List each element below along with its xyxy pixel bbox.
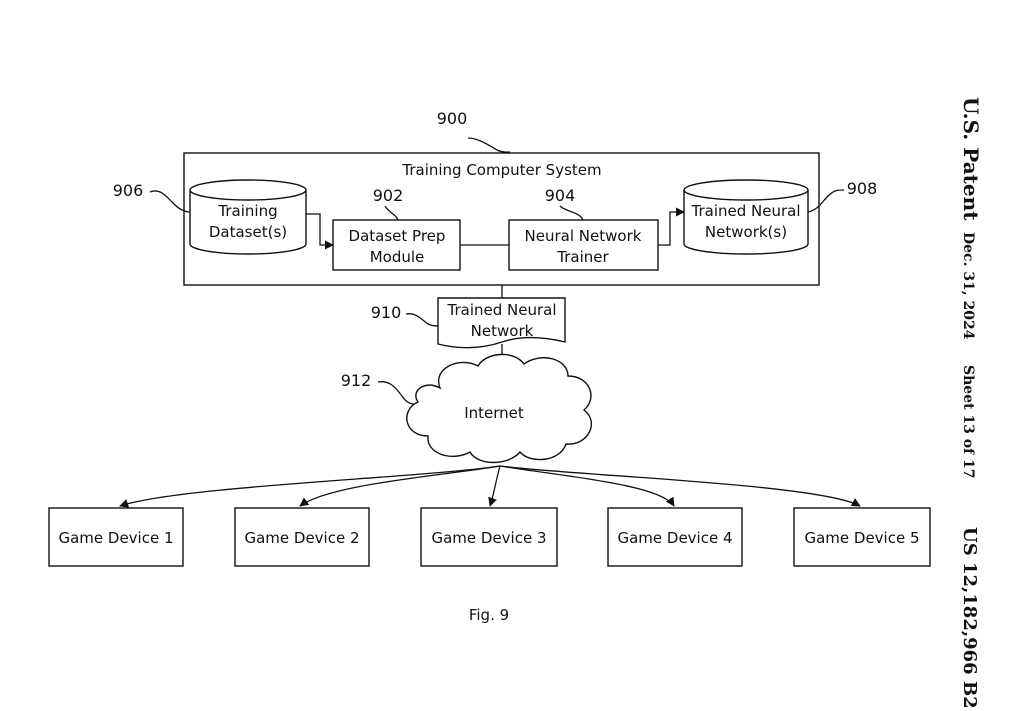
game-device-2-label: Game Device 2 [244, 529, 359, 547]
dataset-prep-label-line1: Dataset Prep [349, 227, 446, 245]
patent-number: US 12,182,966 B2 [959, 527, 980, 709]
nn-trainer-label-line2: Trainer [556, 248, 609, 266]
ref-908-leader [807, 189, 845, 213]
connector-to-device-5 [499, 465, 861, 507]
game-device-1: Game Device 1 [48, 507, 184, 567]
trained-nn-doc-label-line2: Network [471, 322, 534, 340]
trained-nn-store-label-line1: Trained Neural [691, 202, 801, 220]
ref-904-leader [559, 205, 584, 221]
game-device-4: Game Device 4 [607, 507, 743, 567]
connector-to-device-4 [499, 465, 675, 507]
training-dataset-label-line2: Dataset(s) [209, 223, 287, 241]
patent-sheet: Sheet 13 of 17 [960, 365, 976, 479]
dataset-prep-label-line2: Module [370, 248, 425, 266]
ref-910-leader [405, 313, 439, 327]
ref-906-leader [149, 190, 191, 213]
ref-912-leader [377, 381, 415, 405]
figure-caption: Fig. 9 [469, 606, 509, 624]
trained-neural-network-document [437, 297, 566, 349]
game-device-3: Game Device 3 [420, 507, 558, 567]
training-dataset-cylinder: Training Dataset(s) [189, 179, 307, 255]
game-device-3-label: Game Device 3 [431, 529, 546, 547]
patent-date: Dec. 31, 2024 [960, 232, 976, 340]
nn-trainer-label-line1: Neural Network [525, 227, 642, 245]
internet-label: Internet [464, 404, 524, 422]
game-device-4-label: Game Device 4 [617, 529, 732, 547]
game-device-1-label: Game Device 1 [58, 529, 173, 547]
ref-912: 912 [341, 371, 372, 390]
trained-nn-store-label-line2: Network(s) [705, 223, 787, 241]
ref-900-leader [467, 137, 511, 153]
ref-902-leader [384, 205, 399, 221]
ref-900: 900 [437, 109, 468, 128]
game-device-5: Game Device 5 [793, 507, 931, 567]
ref-908: 908 [847, 179, 878, 198]
ref-910: 910 [371, 303, 402, 322]
training-dataset-label-line1: Training [217, 202, 277, 220]
connector-to-device-2 [299, 465, 501, 507]
trained-nn-doc-label-line1: Trained Neural [447, 301, 557, 319]
ref-904: 904 [545, 186, 576, 205]
connector-to-device-3 [488, 465, 501, 507]
ref-906: 906 [113, 181, 144, 200]
trained-neural-networks-cylinder: Trained Neural Network(s) [683, 179, 809, 255]
game-device-5-label: Game Device 5 [804, 529, 919, 547]
device-connectors [119, 465, 861, 508]
game-device-2: Game Device 2 [234, 507, 370, 567]
connector-dataset-to-prep [306, 213, 334, 250]
patent-title: U.S. Patent [959, 97, 983, 221]
connector-trainer-to-store [658, 207, 685, 246]
system-title: Training Computer System [401, 161, 601, 179]
ref-902: 902 [373, 186, 404, 205]
connector-to-device-1 [119, 465, 501, 508]
internet-cloud [406, 353, 593, 464]
